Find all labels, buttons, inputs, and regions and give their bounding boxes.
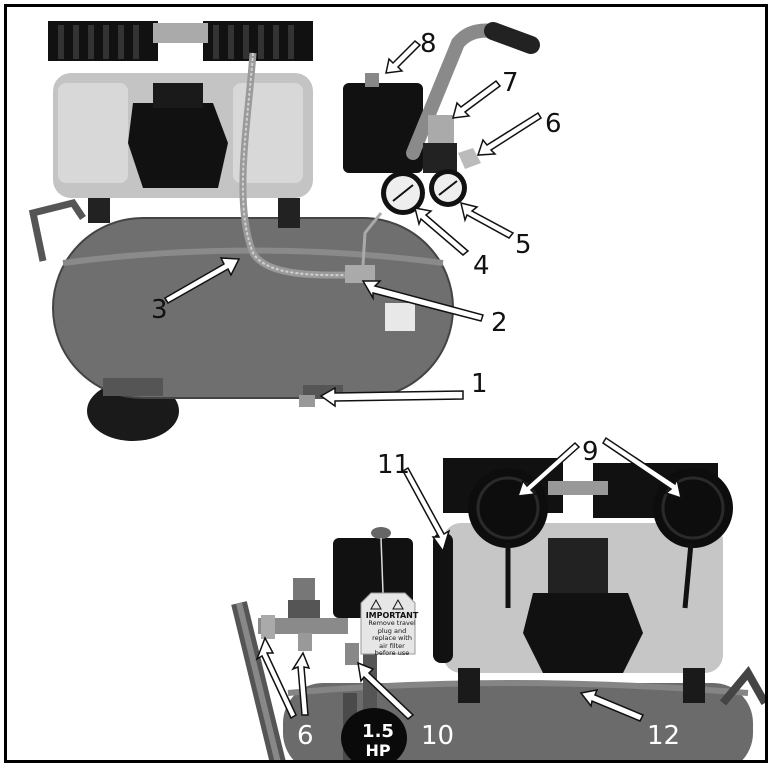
callout-number-9: 9 [582,437,599,467]
compressor-illustration [28,21,765,760]
warning-tag-line: replace with [372,634,412,642]
callout-number-8: 8 [420,29,437,59]
hp-badge-value: 1.5 [362,721,394,742]
warning-tag-heading: IMPORTANT [365,611,419,620]
warning-tag-line: Remove travel [368,619,416,627]
callout-number-6-bottom: 6 [297,721,314,751]
callout-arrows [163,39,683,722]
top-view-compressor [28,21,540,441]
callout-number-3: 3 [151,295,168,325]
callout-number-1: 1 [471,369,488,399]
warning-tag-line: before use [374,649,410,657]
diagram-frame: 1 2 3 4 5 6 7 8 9 11 6 10 12 IMPORTANT R… [4,4,768,763]
callout-number-12: 12 [647,721,681,751]
hp-badge-unit: HP [365,741,391,760]
callout-number-7: 7 [502,68,519,98]
bottom-view-compressor [231,458,765,760]
warning-tag-line: air filter [379,641,405,650]
callout-number-2: 2 [491,308,508,338]
warning-tag: IMPORTANT Remove travel plug and replace… [363,611,421,658]
callout-number-10: 10 [421,721,455,751]
callout-number-6: 6 [545,109,562,139]
warning-tag-line: plug and [377,626,407,635]
callout-number-5: 5 [515,230,532,260]
callout-number-4: 4 [473,251,490,281]
callout-number-11: 11 [377,450,411,480]
